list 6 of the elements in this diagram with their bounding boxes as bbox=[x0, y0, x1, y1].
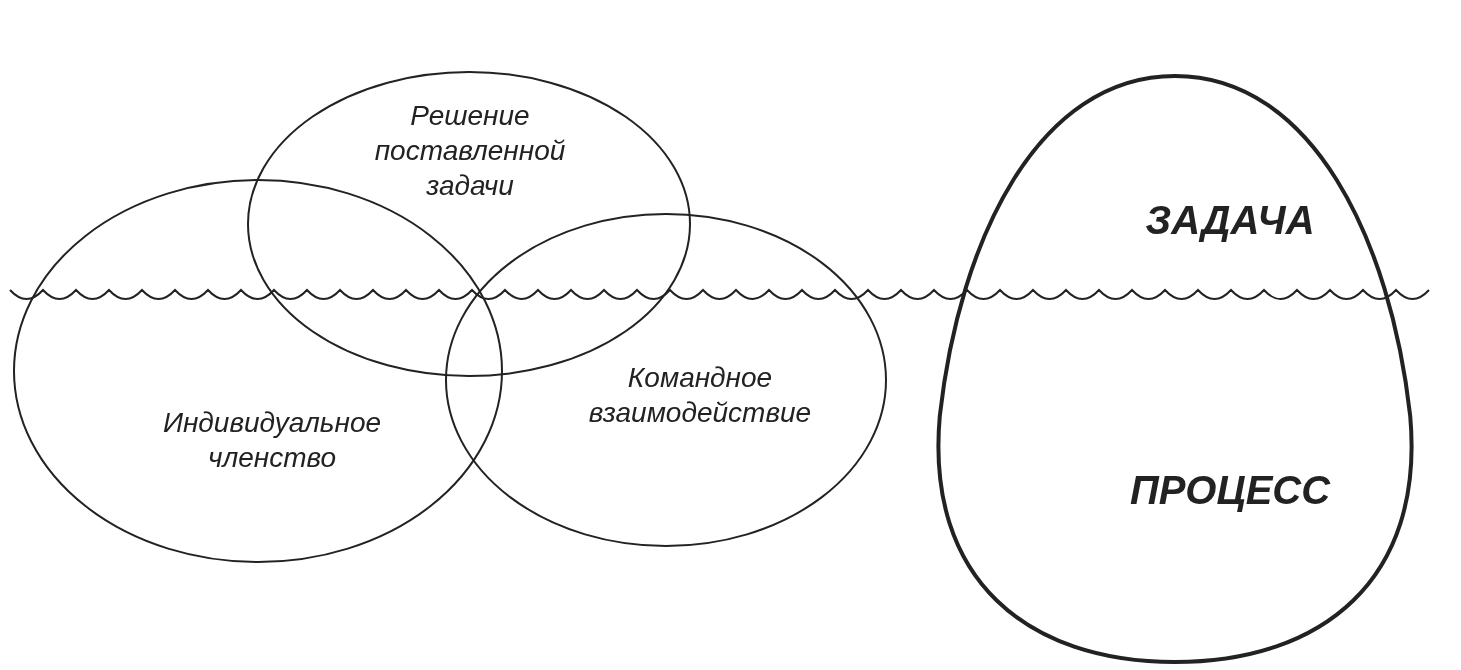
ellipse-label: Командное взаимодействие bbox=[587, 361, 813, 430]
heading-label: ПРОЦЕСС bbox=[1128, 467, 1332, 514]
ellipse-label: Решение поставленной задачи bbox=[373, 98, 567, 203]
heading-label: ЗАДАЧА bbox=[1144, 197, 1316, 244]
ellipse bbox=[446, 214, 886, 546]
ellipse-label: Индивидуальное членство bbox=[161, 406, 383, 475]
